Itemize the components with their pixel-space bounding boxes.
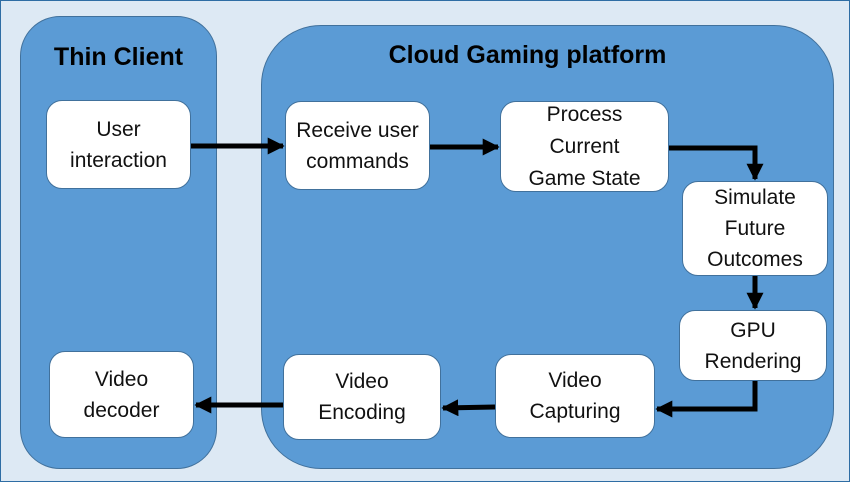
gpu-rendering-node: GPU Rendering xyxy=(679,310,827,381)
user-interaction-node: User interaction xyxy=(46,100,191,189)
video-capturing-node: Video Capturing xyxy=(495,354,655,438)
simulate-future-outcomes-node: Simulate Future Outcomes xyxy=(682,181,828,276)
arrow-process-to-simulate xyxy=(669,145,764,181)
cloud-platform-title: Cloud Gaming platform xyxy=(388,41,667,69)
arrow-capturing-to-encoding xyxy=(441,399,496,417)
arrow-gpu-to-capturing xyxy=(655,381,758,418)
receive-user-commands-node: Receive user commands xyxy=(285,101,430,190)
thin-client-title: Thin Client xyxy=(53,43,184,71)
process-current-game-state-node: Process Current Game State xyxy=(500,101,669,192)
video-decoder-node: Video decoder xyxy=(49,351,194,438)
video-encoding-node: Video Encoding xyxy=(283,354,441,440)
